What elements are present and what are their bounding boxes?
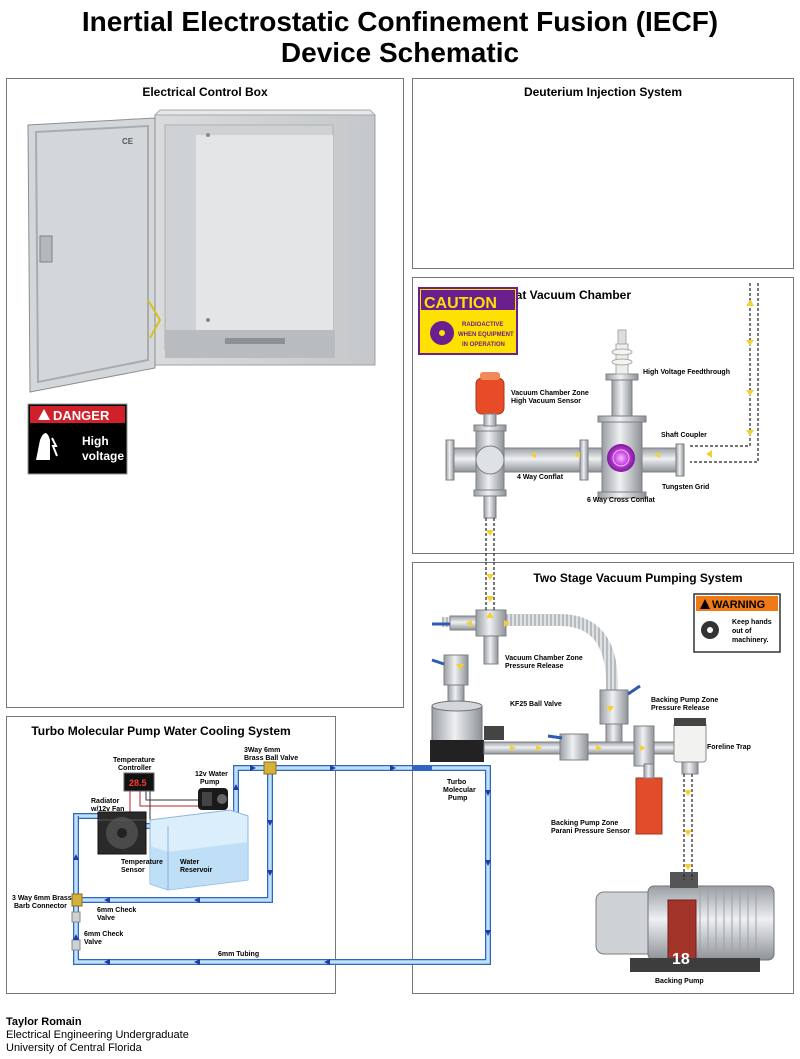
conflat-panel-title: Conflat Vacuum Chamber bbox=[484, 288, 632, 302]
warning-line3: machinery. bbox=[732, 637, 768, 644]
label-hv-feedthrough: High Voltage Feedthrough bbox=[643, 369, 730, 376]
brass-ball-valve bbox=[263, 761, 277, 775]
label-bp-release-2: Pressure Release bbox=[651, 705, 710, 712]
warning-header: WARNING bbox=[712, 599, 765, 611]
label-check-valve-2b: Valve bbox=[84, 939, 102, 946]
caution-sign bbox=[418, 287, 518, 355]
temperature-controller bbox=[123, 772, 155, 792]
label-barb-connector-2: Barb Connector bbox=[14, 903, 67, 910]
label-six-way-cross: 6 Way Cross Conflat bbox=[587, 497, 655, 504]
danger-sign bbox=[27, 403, 128, 475]
electrical-cabinet bbox=[27, 109, 377, 393]
label-radiator-1: Radiator bbox=[91, 798, 120, 805]
danger-line2: voltage bbox=[82, 449, 124, 463]
backing-pump-number: 18 bbox=[672, 951, 690, 968]
label-parani-1: Backing Pump Zone bbox=[551, 820, 619, 827]
credit-name: Taylor Romain bbox=[6, 1016, 82, 1028]
ce-mark: CE bbox=[122, 137, 134, 146]
label-reservoir-1: Water bbox=[180, 859, 200, 866]
label-check-valve-1b: Valve bbox=[97, 915, 115, 922]
label-four-way-conflat: 4 Way Conflat bbox=[517, 474, 564, 481]
label-turbo-2: Molecular bbox=[443, 787, 476, 794]
label-check-valve-1a: 6mm Check bbox=[97, 907, 137, 914]
gas-line-pumping bbox=[485, 562, 693, 880]
credit-university: University of Central Florida bbox=[6, 1042, 142, 1054]
radiator-fan bbox=[97, 811, 147, 855]
label-temp-sensor-1: Temperature bbox=[121, 859, 163, 866]
label-bp-release-1: Backing Pump Zone bbox=[651, 697, 719, 704]
danger-header: DANGER bbox=[53, 408, 110, 423]
label-temp-sensor-2: Sensor bbox=[121, 867, 145, 874]
label-ball-valve-2: Brass Ball Valve bbox=[244, 755, 299, 762]
page-title: Inertial Electrostatic Confinement Fusio… bbox=[81, 6, 719, 37]
page-subtitle: Device Schematic bbox=[280, 37, 520, 68]
label-foreline-trap: Foreline Trap bbox=[707, 744, 751, 751]
caution-line2: WHEN EQUIPMENT bbox=[458, 332, 514, 338]
label-tungsten-grid: Tungsten Grid bbox=[662, 484, 710, 491]
label-barb-connector-1: 3 Way 6mm Brass bbox=[12, 895, 72, 902]
label-parani-2: Parani Pressure Sensor bbox=[551, 828, 630, 835]
check-valve-1 bbox=[71, 911, 81, 923]
deuterium-panel-title: Deuterium Injection System bbox=[523, 85, 683, 99]
check-valve-2 bbox=[71, 939, 81, 951]
warning-sign bbox=[693, 593, 781, 653]
label-vc-sensor-2: High Vacuum Sensor bbox=[511, 398, 582, 405]
water-reservoir bbox=[149, 809, 249, 891]
water-flow-arrows bbox=[73, 765, 491, 965]
label-radiator-2: w/12v Fan bbox=[91, 806, 125, 813]
controller-display: 28.5 bbox=[129, 778, 147, 788]
caution-line3: IN OPERATION bbox=[462, 342, 505, 348]
gas-line-conflat bbox=[485, 283, 759, 562]
gas-arrows-conflat bbox=[486, 300, 754, 536]
credit-program: Electrical Engineering Undergraduate bbox=[6, 1029, 189, 1041]
label-turbo-1: Turbo bbox=[447, 779, 467, 786]
label-backing-pump: Backing Pump bbox=[655, 978, 704, 985]
danger-line1: High bbox=[82, 434, 109, 448]
warning-line2: out of bbox=[732, 628, 752, 635]
label-water-pump-2: Pump bbox=[200, 779, 220, 786]
label-ball-valve-1: 3Way 6mm bbox=[244, 747, 281, 754]
label-temp-controller-2: Controller bbox=[118, 765, 152, 772]
pumping-hardware bbox=[430, 609, 775, 972]
conflat-chamber bbox=[445, 329, 685, 519]
label-vc-release-2: Pressure Release bbox=[505, 663, 564, 670]
label-check-valve-2a: 6mm Check bbox=[84, 931, 124, 938]
caution-line1: RADIOACTIVE bbox=[462, 322, 503, 328]
label-reservoir-2: Reservoir bbox=[180, 867, 213, 874]
electrical-panel-title: Electrical Control Box bbox=[142, 85, 268, 99]
label-vc-sensor-1: Vacuum Chamber Zone bbox=[511, 390, 589, 397]
label-shaft-coupler: Shaft Coupler bbox=[661, 432, 707, 439]
water-pump bbox=[198, 788, 228, 810]
cooling-panel-title: Turbo Molecular Pump Water Cooling Syste… bbox=[31, 724, 291, 738]
label-tubing: 6mm Tubing bbox=[218, 951, 260, 958]
caution-header: CAUTION bbox=[424, 295, 497, 312]
label-kf25-ball-valve: KF25 Ball Valve bbox=[510, 701, 562, 708]
label-water-pump-1: 12v Water bbox=[195, 771, 228, 778]
gas-arrows-pumping bbox=[456, 574, 692, 870]
label-vc-release-1: Vacuum Chamber Zone bbox=[505, 655, 583, 662]
pumping-panel-title: Two Stage Vacuum Pumping System bbox=[533, 571, 743, 585]
brass-barb-connector bbox=[71, 893, 83, 907]
label-temp-controller-1: Temperature bbox=[113, 757, 155, 764]
warning-line1: Keep hands bbox=[732, 619, 772, 626]
label-turbo-3: Pump bbox=[448, 795, 468, 802]
deuterium-injection-panel: Deuterium Injection System bbox=[412, 78, 794, 269]
